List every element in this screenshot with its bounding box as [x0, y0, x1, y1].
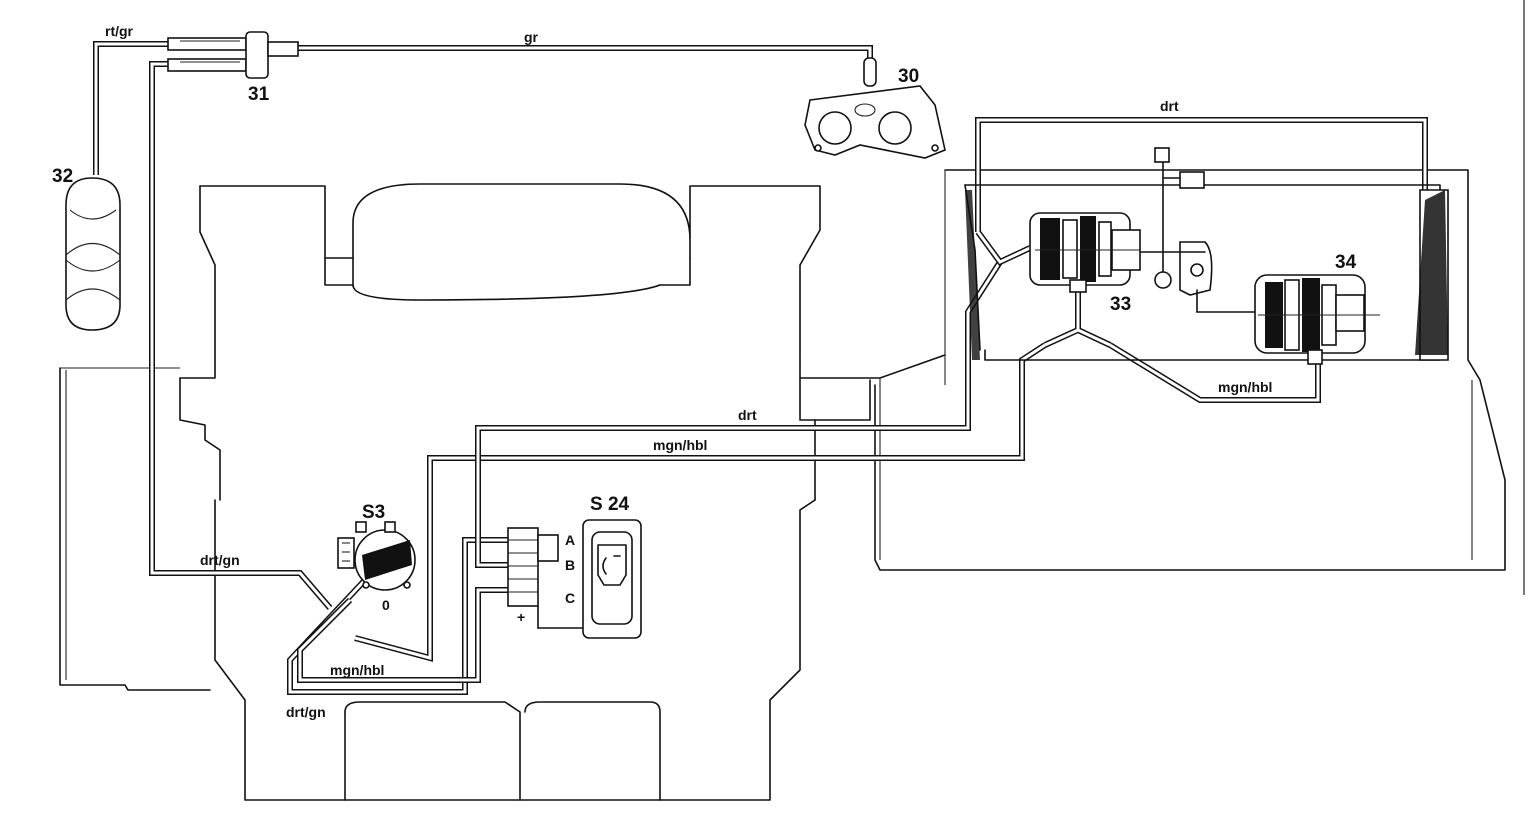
s3-zero: 0: [382, 597, 390, 613]
hose-label-drt-gn-lower: drt/gn: [286, 704, 326, 720]
hose-label-gr: gr: [524, 29, 539, 45]
component-32: [65, 177, 121, 331]
switch-s3: [337, 521, 416, 591]
switch-position-labels: A B C + 0: [382, 532, 575, 625]
page-edge: [1520, 0, 1536, 826]
label-s3: S3: [362, 502, 385, 523]
hose-label-mgn-hbl-lower: mgn/hbl: [330, 662, 384, 678]
hose-labels: rt/gr gr drt drt mgn/hbl mgn/hbl drt/gn …: [105, 23, 1272, 720]
label-s24: S 24: [590, 494, 630, 515]
engine-outline: [59, 169, 1506, 801]
component-31: [167, 31, 299, 79]
hose-network: [93, 41, 1428, 695]
s24-position-c: C: [565, 590, 575, 606]
component-labels: 30 31 32 33 34 S3 S 24: [52, 66, 1357, 523]
component-33: [1029, 212, 1141, 293]
label-32: 32: [52, 166, 73, 187]
label-31: 31: [248, 84, 270, 105]
hose-label-mgn-hbl-right: mgn/hbl: [1218, 379, 1272, 395]
label-30: 30: [898, 66, 919, 87]
hose-label-drt-mid: drt: [738, 407, 757, 423]
switch-s24: [507, 519, 642, 639]
hose-label-mgn-hbl-mid: mgn/hbl: [653, 437, 707, 453]
s24-position-b: B: [565, 557, 575, 573]
s24-position-a: A: [565, 532, 575, 548]
component-34: [1254, 274, 1380, 365]
s24-plus: +: [517, 609, 525, 625]
component-30: [804, 57, 946, 159]
hose-label-drt-top: drt: [1160, 98, 1179, 114]
actuator-frame: [964, 147, 1449, 361]
label-33: 33: [1110, 294, 1131, 315]
label-34: 34: [1335, 252, 1357, 273]
hose-label-drt-gn-upper: drt/gn: [200, 552, 240, 568]
hose-label-rt-gr: rt/gr: [105, 23, 134, 39]
